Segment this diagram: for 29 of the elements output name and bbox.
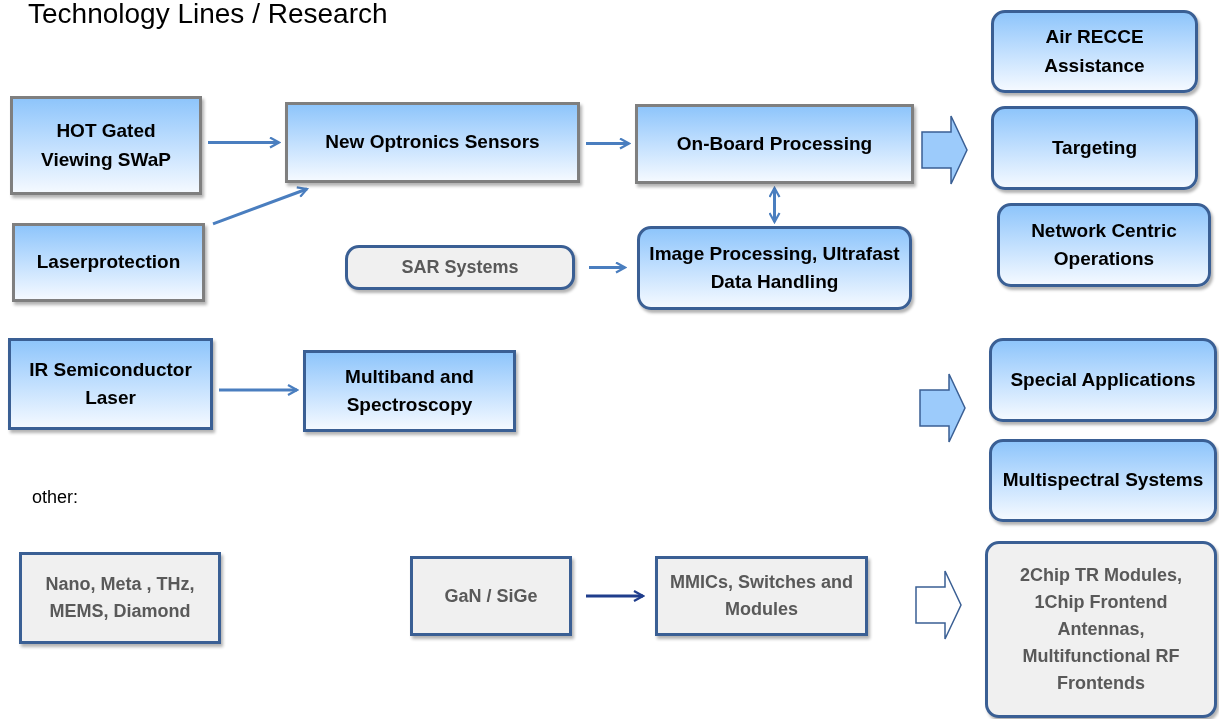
block-arrow	[919, 373, 966, 443]
arrow	[586, 589, 645, 603]
process-box: Multiband and Spectroscopy	[303, 350, 516, 432]
block-arrow	[915, 570, 962, 640]
rounded-box: Image Processing, Ultrafast Data Handling	[637, 226, 912, 310]
process-box: IR Semiconductor Laser	[8, 338, 213, 430]
arrow	[589, 261, 627, 274]
arrow	[219, 383, 299, 397]
title: Technology Lines / Research	[28, 0, 388, 31]
process-box: Nano, Meta , THz, MEMS, Diamond	[19, 552, 221, 644]
process-box: Laserprotection	[12, 223, 205, 302]
process-box: On-Board Processing	[635, 104, 914, 184]
rounded-box: Special Applications	[989, 338, 1217, 422]
rounded-box: Air RECCE Assistance	[991, 10, 1198, 93]
rounded-box: SAR Systems	[345, 245, 575, 290]
process-box: New Optronics Sensors	[285, 102, 580, 183]
arrow	[586, 137, 631, 150]
arrow	[768, 186, 781, 224]
rounded-box: Multispectral Systems	[989, 439, 1217, 522]
note-text: other:	[32, 486, 79, 509]
rounded-box: Targeting	[991, 106, 1198, 190]
rounded-box: 2Chip TR Modules, 1Chip Frontend Antennas, Multifunctional RF Frontends	[985, 541, 1217, 718]
process-box: HOT Gated Viewing SWaP	[10, 96, 202, 195]
process-box: MMICs, Switches and Modules	[655, 556, 868, 636]
arrow	[212, 186, 309, 226]
arrow	[208, 136, 281, 149]
block-arrow	[921, 115, 968, 185]
process-box: GaN / SiGe	[410, 556, 572, 636]
rounded-box: Network Centric Operations	[997, 203, 1211, 287]
